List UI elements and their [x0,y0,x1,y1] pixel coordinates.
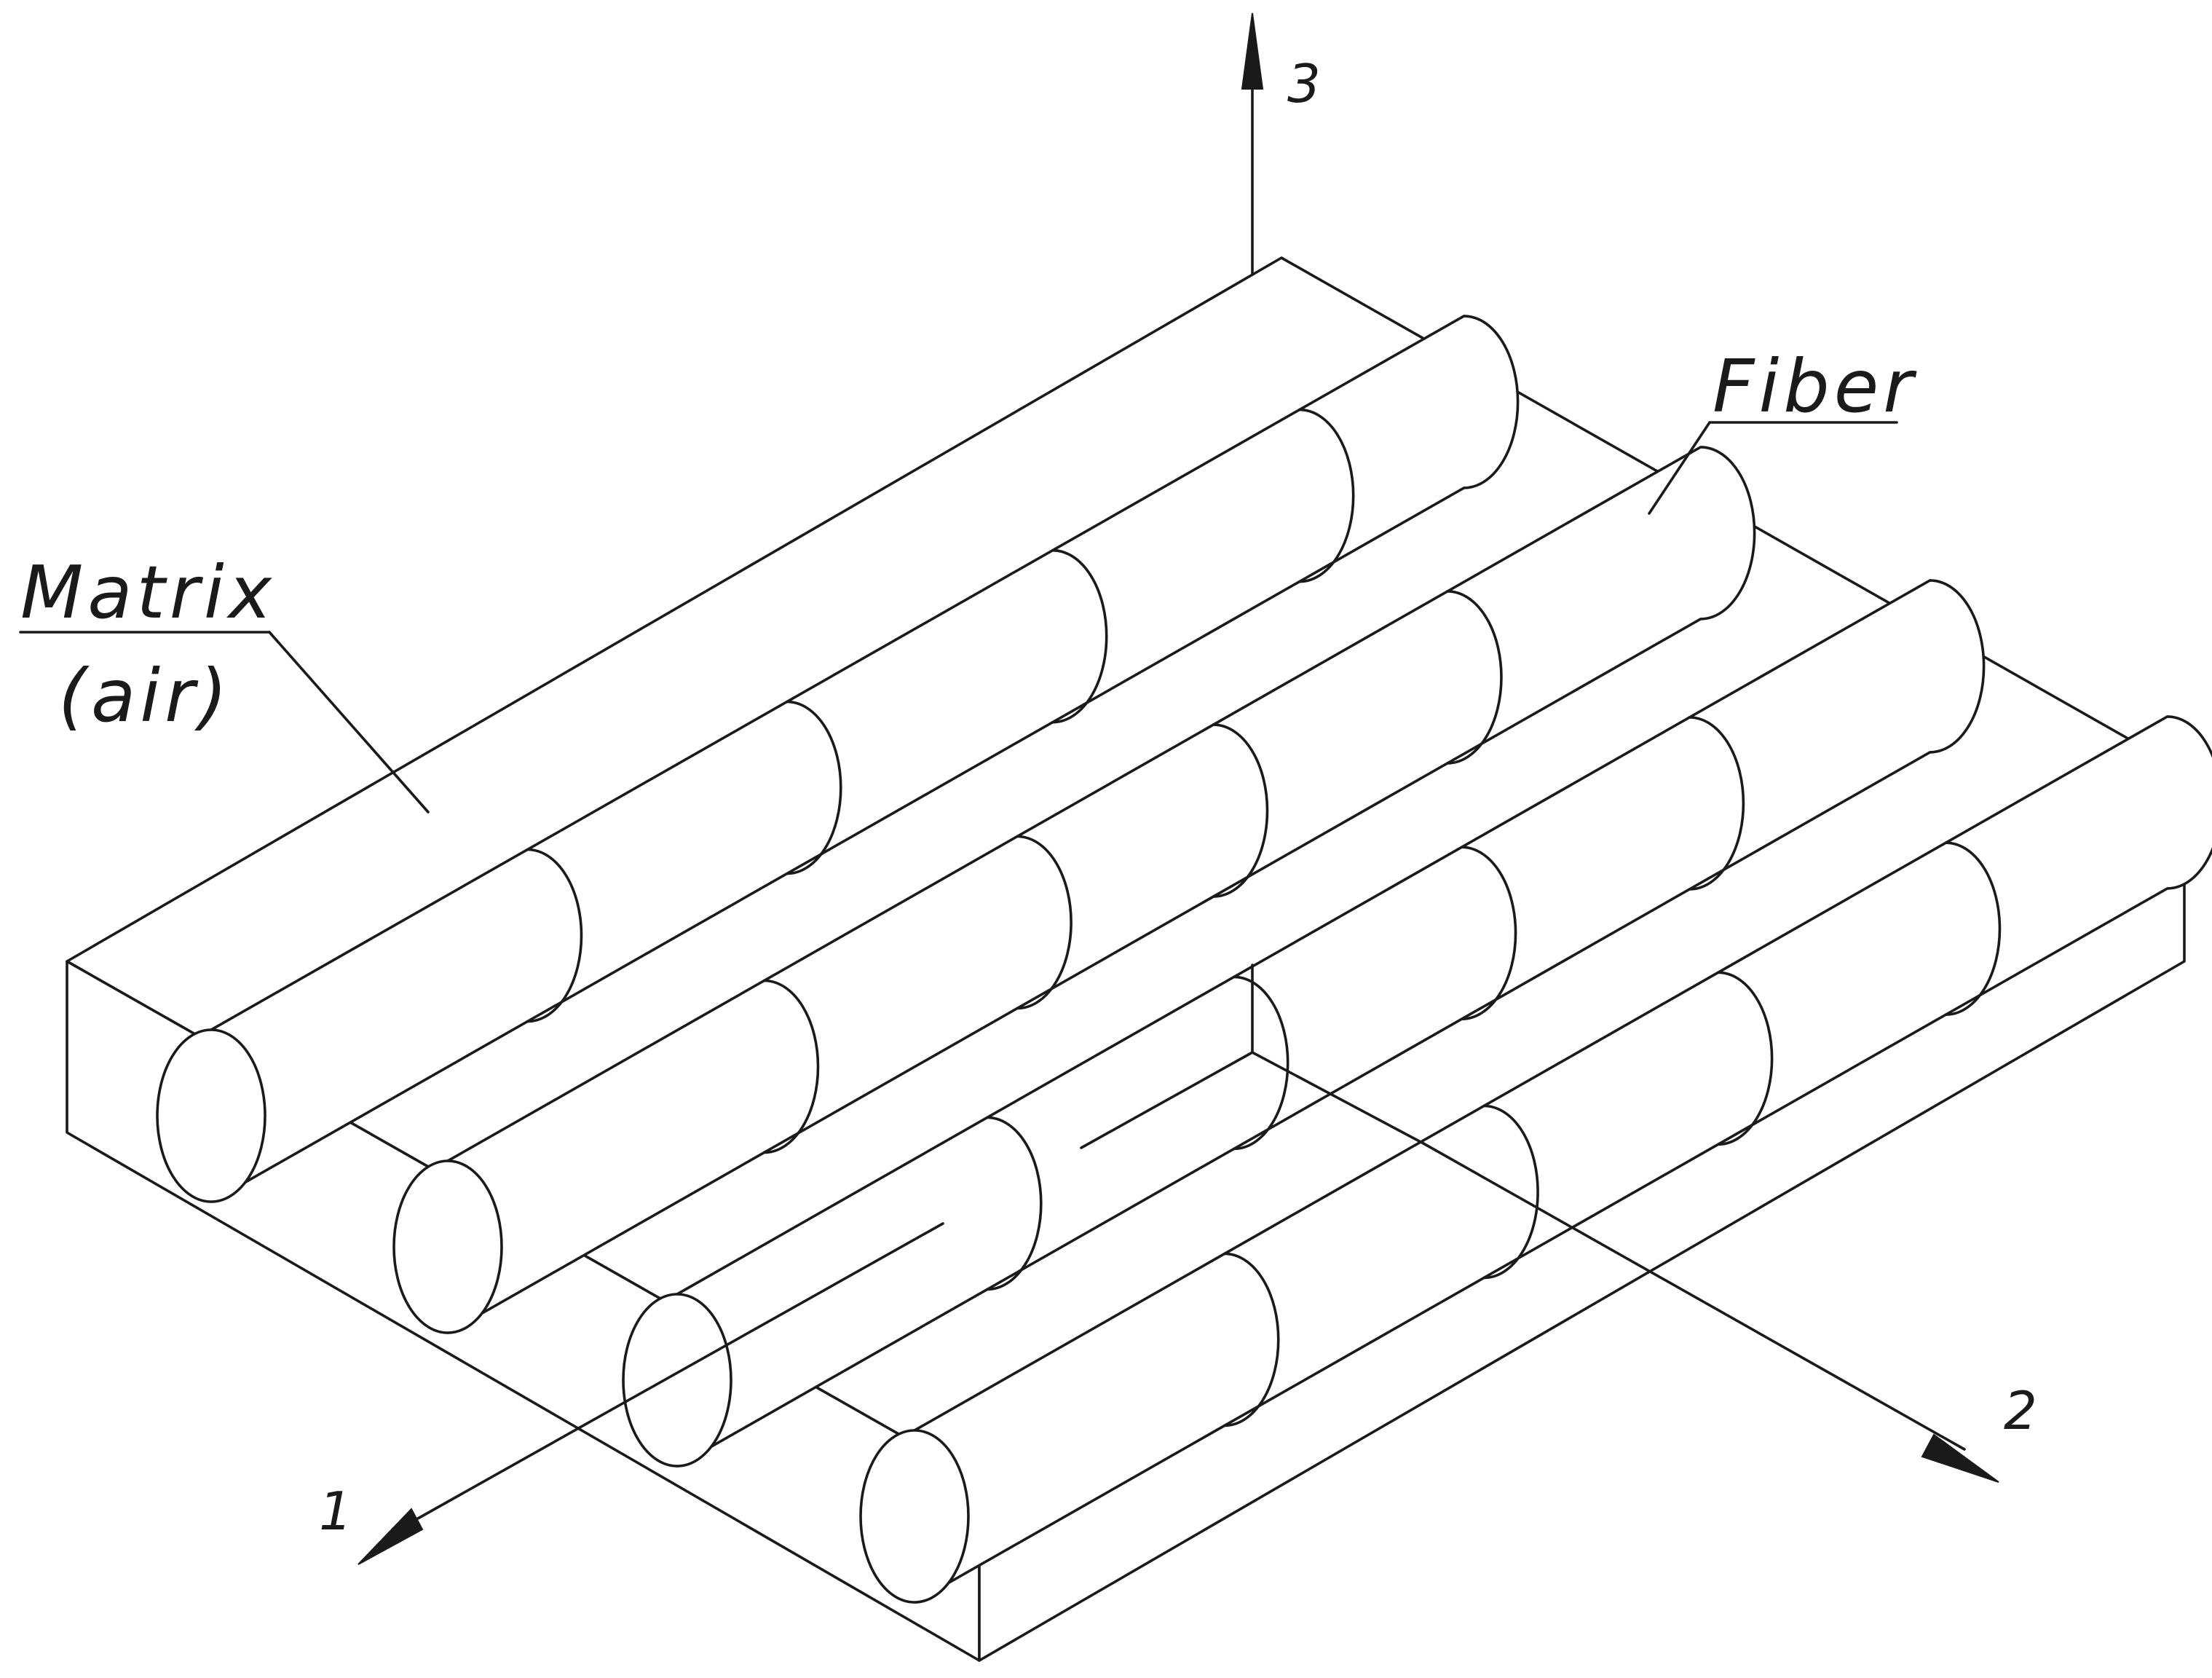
matrix-label: Matrix [20,550,276,635]
fiber-seam [1446,590,1503,765]
fiber-body [210,315,1520,1203]
matrix-sub-label: (air) [58,653,232,738]
fiber-seam [1688,716,1745,891]
fiber-seam [526,848,583,1023]
axis-1-label: 1 [319,1481,352,1542]
fibers [156,315,2212,1604]
fiber-2 [392,446,1756,1334]
fiber-seam [1460,846,1517,1020]
fiber-seam [1051,548,1108,724]
fiber-seam [1716,971,1774,1146]
fiber-seam [1482,1104,1539,1280]
axis-2 [1422,1142,1999,1483]
axis-2-label: 2 [2004,1380,2037,1441]
fiber-leader [1648,421,1711,515]
fiber-end-cap [156,1028,266,1203]
fiber-seam [785,700,842,875]
fiber-seam [1297,408,1355,583]
fiber-end-cap [392,1159,503,1334]
fiber-body [676,579,1986,1468]
fiber-end-cap [859,1429,970,1604]
fiber-4 [859,715,2212,1604]
fiber-seam [762,979,820,1154]
fiber-body [913,715,2212,1604]
fiber-1 [156,315,1520,1203]
fiber-label: Fiber [1713,344,1917,429]
fiber-seam [1232,975,1289,1151]
fiber-seam [1223,1252,1280,1427]
fiber-body [446,446,1756,1334]
axis-3-label: 3 [1287,53,1321,114]
fiber-seam [1212,723,1269,898]
fiber-seam [1016,835,1073,1010]
fiber-end-cap [622,1293,732,1468]
fiber-3 [622,579,1986,1468]
fiber-seam [1944,841,2002,1016]
axis-1 [358,1222,944,1565]
back-corner-edges [1080,964,1425,1149]
fiber-seam [986,1116,1043,1291]
matrix-leader [268,631,430,814]
